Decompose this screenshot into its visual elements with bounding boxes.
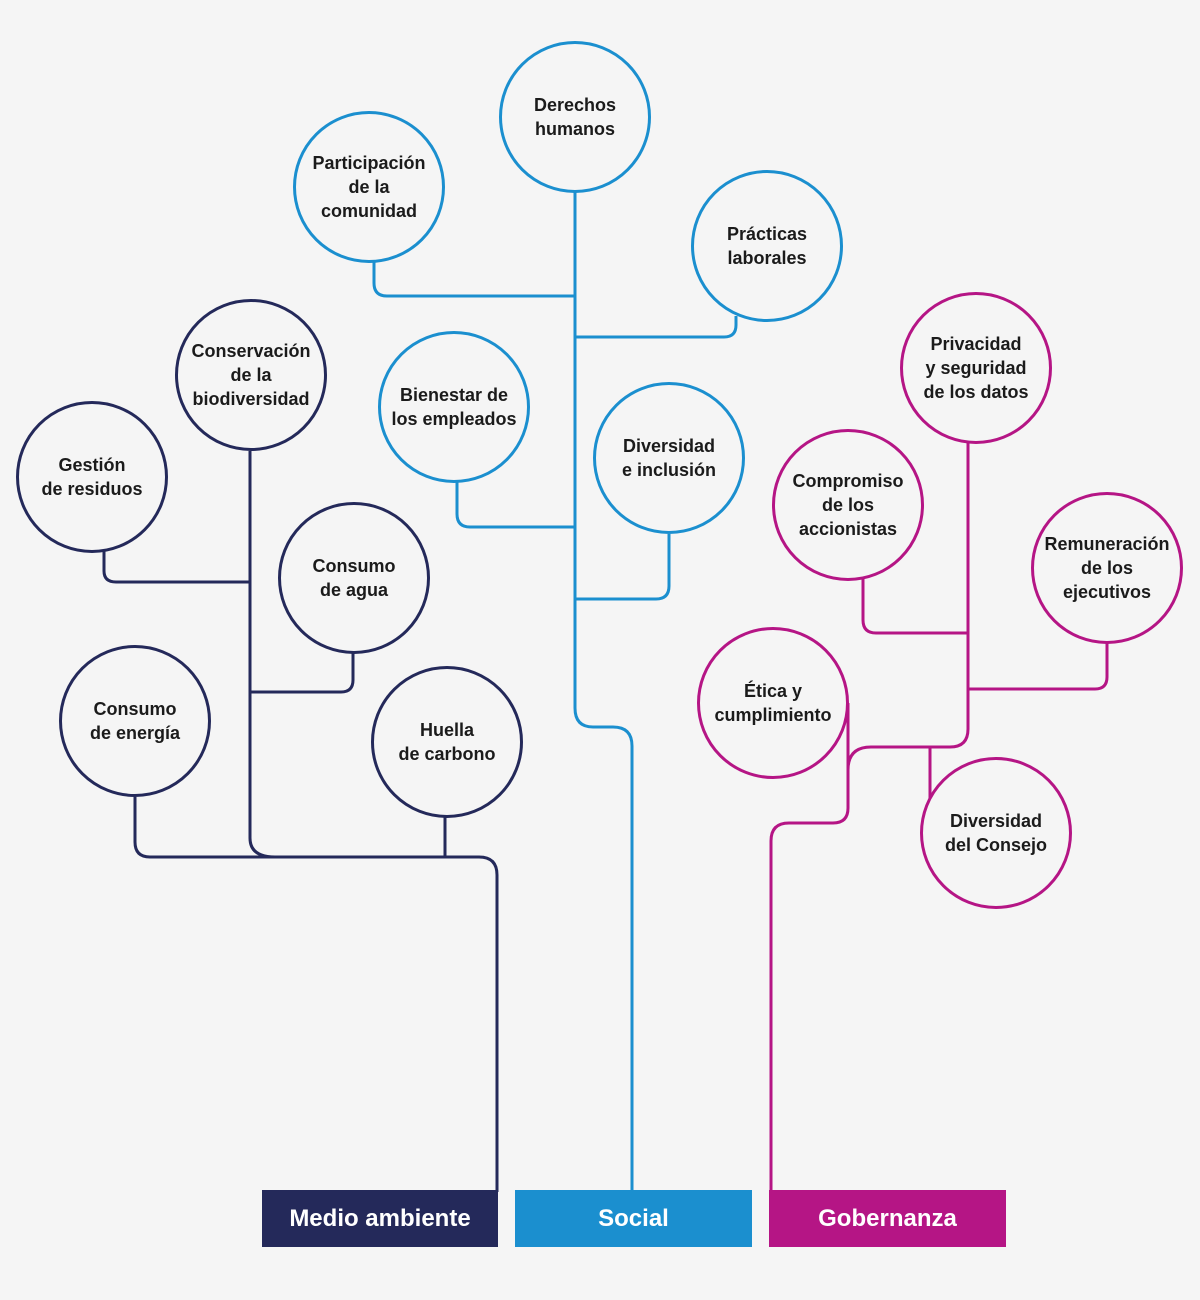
node-consumo-agua[interactable]: Consumo de agua: [278, 502, 430, 654]
governance-branches: [769, 442, 1109, 1192]
node-etica-cumplimiento[interactable]: Ética y cumplimiento: [697, 627, 849, 779]
node-bienestar-empleados[interactable]: Bienestar de los empleados: [378, 331, 530, 483]
node-practicas-laborales[interactable]: Prácticas laborales: [691, 170, 843, 322]
node-label: Diversidad del Consejo: [944, 811, 1047, 855]
node-label: Participación de la comunidad: [312, 153, 426, 221]
node-label: Ética y cumplimiento: [714, 681, 832, 725]
category-gobernanza[interactable]: Gobernanza: [769, 1190, 1006, 1247]
node-label: Remuneración de los ejecutivos: [1044, 534, 1170, 602]
node-privacidad-datos[interactable]: Privacidad y seguridad de los datos: [900, 292, 1052, 444]
node-remuneracion-ejecutivos[interactable]: Remuneración de los ejecutivos: [1031, 492, 1183, 644]
node-label: Conservación de la biodiversidad: [191, 341, 311, 409]
social-branches: [372, 192, 738, 1192]
node-label: Bienestar de los empleados: [391, 385, 517, 429]
node-huella-carbono[interactable]: Huella de carbono: [371, 666, 523, 818]
node-compromiso-accionistas[interactable]: Compromiso de los accionistas: [772, 429, 924, 581]
node-diversidad-inclusion[interactable]: Diversidad e inclusión: [593, 382, 745, 534]
category-label: Gobernanza: [818, 1204, 957, 1232]
category-label: Medio ambiente: [289, 1204, 471, 1232]
node-gestion-residuos[interactable]: Gestión de residuos: [16, 401, 168, 553]
node-label: Compromiso de los accionistas: [792, 471, 904, 539]
node-label: Derechos humanos: [533, 95, 617, 139]
category-medio-ambiente[interactable]: Medio ambiente: [262, 1190, 498, 1247]
environment-branches: [102, 451, 499, 1192]
node-participacion-comunidad[interactable]: Participación de la comunidad: [293, 111, 445, 263]
node-diversidad-consejo[interactable]: Diversidad del Consejo: [920, 757, 1072, 909]
node-label: Consumo de agua: [312, 556, 396, 600]
category-social[interactable]: Social: [515, 1190, 752, 1247]
node-label: Diversidad e inclusión: [621, 436, 717, 480]
node-label: Consumo de energía: [89, 699, 181, 743]
node-consumo-energia[interactable]: Consumo de energía: [59, 645, 211, 797]
node-label: Privacidad y seguridad de los datos: [923, 334, 1029, 402]
node-derechos-humanos[interactable]: Derechos humanos: [499, 41, 651, 193]
category-label: Social: [598, 1204, 669, 1232]
node-label: Huella de carbono: [398, 720, 496, 764]
node-label: Gestión de residuos: [41, 455, 143, 499]
node-label: Prácticas laborales: [726, 224, 808, 268]
node-conservacion-biodiversidad[interactable]: Conservación de la biodiversidad: [175, 299, 327, 451]
